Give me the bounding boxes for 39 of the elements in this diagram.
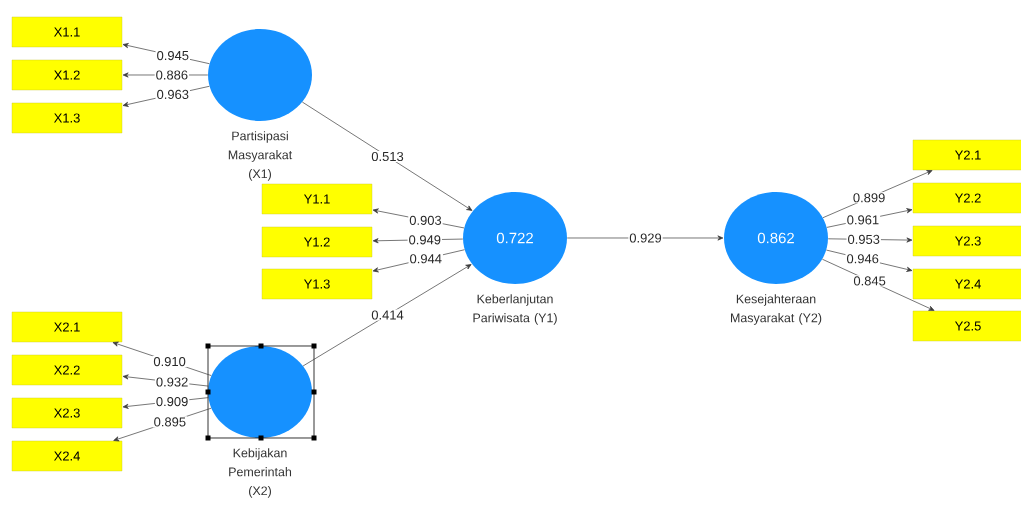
edge-label: 0.909 bbox=[154, 396, 190, 408]
indicator-box: X2.1 bbox=[11, 311, 123, 343]
edge-label: 0.899 bbox=[851, 192, 887, 204]
edge-label: 0.944 bbox=[408, 253, 443, 265]
indicator-box: Y2.3 bbox=[912, 225, 1021, 257]
arrow bbox=[301, 101, 473, 211]
edge-label: 0.895 bbox=[152, 416, 188, 428]
indicator-box: Y2.1 bbox=[912, 139, 1021, 171]
edge-label: 0.414 bbox=[370, 309, 405, 321]
edge-label: 0.513 bbox=[370, 150, 405, 163]
edge-label: 0.886 bbox=[154, 69, 190, 81]
edge-label: 0.961 bbox=[845, 214, 881, 226]
node-label: Kebijakan Pemerintah (X2) bbox=[229, 448, 292, 498]
indicator-box: Y1.2 bbox=[261, 226, 373, 258]
indicator-box: X2.4 bbox=[11, 440, 123, 472]
edge-label: 0.953 bbox=[846, 233, 881, 245]
arrow bbox=[302, 264, 472, 367]
edge-label: 0.946 bbox=[845, 253, 880, 265]
indicator-box: X2.2 bbox=[11, 354, 123, 386]
indicator-box: X1.1 bbox=[11, 16, 123, 48]
indicator-box: Y1.1 bbox=[261, 183, 373, 215]
node-label: Partisipasi Masyarakat (X1) bbox=[228, 131, 293, 181]
edge-label: 0.910 bbox=[152, 355, 187, 368]
indicator-box: X2.3 bbox=[11, 397, 123, 429]
edge-label: 0.963 bbox=[155, 88, 190, 100]
indicator-box: Y2.2 bbox=[912, 182, 1021, 214]
indicator-box: Y2.5 bbox=[912, 310, 1021, 342]
edge-label: 0.932 bbox=[154, 376, 190, 388]
indicator-box: Y1.3 bbox=[261, 268, 373, 300]
node-label: Keberlanjutan Pariwisata (Y1) bbox=[473, 294, 557, 325]
edge-label: 0.903 bbox=[408, 214, 443, 226]
indicator-box: Y2.4 bbox=[912, 268, 1021, 300]
node-label: Kesejahteraan Masyarakat (Y2) bbox=[731, 294, 822, 325]
indicator-box: X1.2 bbox=[11, 59, 123, 91]
indicator-box: X1.3 bbox=[11, 102, 123, 134]
edge-label: 0.845 bbox=[852, 275, 887, 287]
edge-label: 0.929 bbox=[628, 232, 663, 244]
edge-label: 0.945 bbox=[155, 49, 190, 62]
edge-label: 0.949 bbox=[407, 234, 442, 246]
